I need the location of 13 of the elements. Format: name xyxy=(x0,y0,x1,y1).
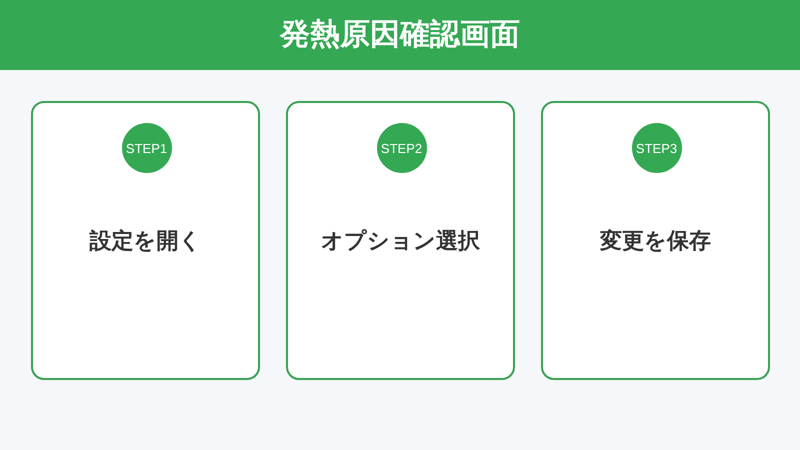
step-card xyxy=(31,101,260,380)
page-title: 発熱原因確認画面 xyxy=(280,17,520,53)
step-label: STEP2 xyxy=(380,142,422,154)
step-action-text: オプション選択 xyxy=(321,229,480,254)
step-label: STEP3 xyxy=(636,142,678,154)
step-action-text: 設定を開く xyxy=(90,229,202,254)
step-card xyxy=(541,101,770,380)
step-card xyxy=(286,101,515,380)
step-label: STEP1 xyxy=(126,142,168,154)
step-circle xyxy=(376,123,426,173)
step-action-text: 変更を保存 xyxy=(600,229,711,254)
step-circle xyxy=(632,123,682,173)
step-circle xyxy=(122,123,172,173)
